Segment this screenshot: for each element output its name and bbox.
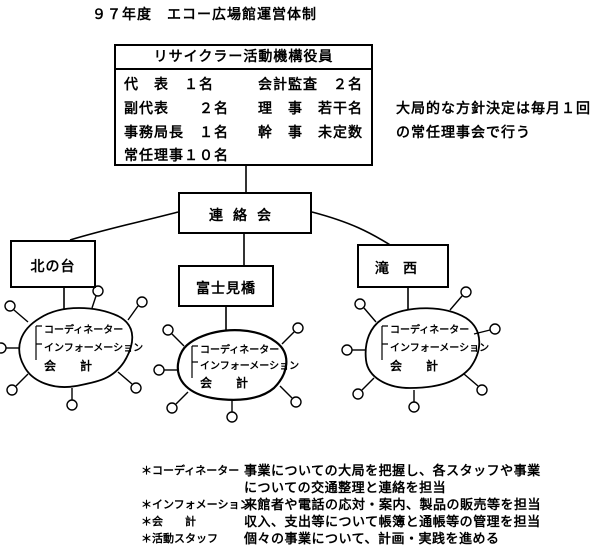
blob3-coordinator: コーディネーター: [390, 325, 470, 336]
officer-row-4-left: 常任理事１０名: [124, 148, 229, 164]
officer-row-1-right: 会計監査 ２名: [258, 77, 363, 93]
line-hub-takinishi: [311, 211, 396, 249]
blob1-accounting: 会 計: [44, 359, 93, 373]
officers-heading: リサイクラー活動機構役員: [116, 46, 371, 70]
page-title: ９７年度 エコー広場館運営体制: [92, 7, 317, 23]
blob2-information: インフォーメーション: [200, 361, 300, 372]
legend-key-accounting: ＊会 計: [141, 515, 196, 528]
blob1-information: インフォーメーション: [44, 343, 144, 354]
legend-desc-staff: 個々の事業について、計画・実践を進める: [244, 532, 500, 547]
staff-group-fujimibashi: [153, 322, 304, 423]
hub-box: 連絡会: [178, 192, 312, 234]
staff-group-kitanodai: [0, 285, 148, 411]
legend-desc-coordinator-2: についての交通整理と連絡を担当: [244, 481, 447, 496]
branch-label-fujimibashi: 富士見橋: [196, 281, 256, 297]
policy-note-line-2: の常任理事会で行う: [396, 125, 531, 141]
branch-label-takinishi: 滝西: [375, 261, 431, 277]
blob3-accounting: 会 計: [390, 359, 439, 373]
blob3-information: インフォーメーション: [390, 343, 490, 354]
line-hub-kitanodai: [69, 211, 179, 241]
legend-desc-information: 来館者や電話の応対・案内、製品の販売等を担当: [244, 498, 542, 513]
legend-desc-accounting: 収入、支出等について帳簿と通帳等の管理を担当: [244, 515, 541, 530]
staff-group-takinishi: [341, 286, 501, 413]
branch-box-fujimibashi: 富士見橋: [178, 265, 274, 307]
branch-label-kitanodai: 北の台: [30, 259, 76, 275]
officer-row-2-left: 副代表 ２名: [124, 101, 229, 117]
officer-row-3-right: 幹 事 未定数: [258, 125, 363, 141]
branch-box-takinishi: 滝西: [357, 244, 449, 288]
policy-note-line-1: 大局的な方針決定は毎月１回: [396, 101, 591, 117]
blob2-accounting: 会 計: [200, 376, 249, 390]
legend-key-coordinator: ＊コーディネーター: [141, 464, 240, 477]
officer-row-1-left: 代 表 １名: [124, 77, 214, 93]
legend-key-staff: ＊活動スタッフ: [141, 532, 218, 545]
legend-key-information: ＊インフォメーション: [141, 498, 251, 511]
blob2-coordinator: コーディネーター: [200, 345, 280, 356]
officer-row-2-right: 理 事 若干名: [258, 101, 363, 117]
officers-box: リサイクラー活動機構役員 代 表 １名 会計監査 ２名 副代表 ２名 理 事 若…: [114, 44, 373, 166]
blob1-coordinator: コーディネーター: [44, 325, 124, 336]
hub-label: 連絡会: [209, 208, 281, 224]
officer-row-3-left: 事務局長 １名: [124, 125, 229, 141]
legend-desc-coordinator-1: 事業についての大局を把握し、各スタッフや事業: [244, 464, 541, 479]
branch-box-kitanodai: 北の台: [10, 240, 96, 288]
